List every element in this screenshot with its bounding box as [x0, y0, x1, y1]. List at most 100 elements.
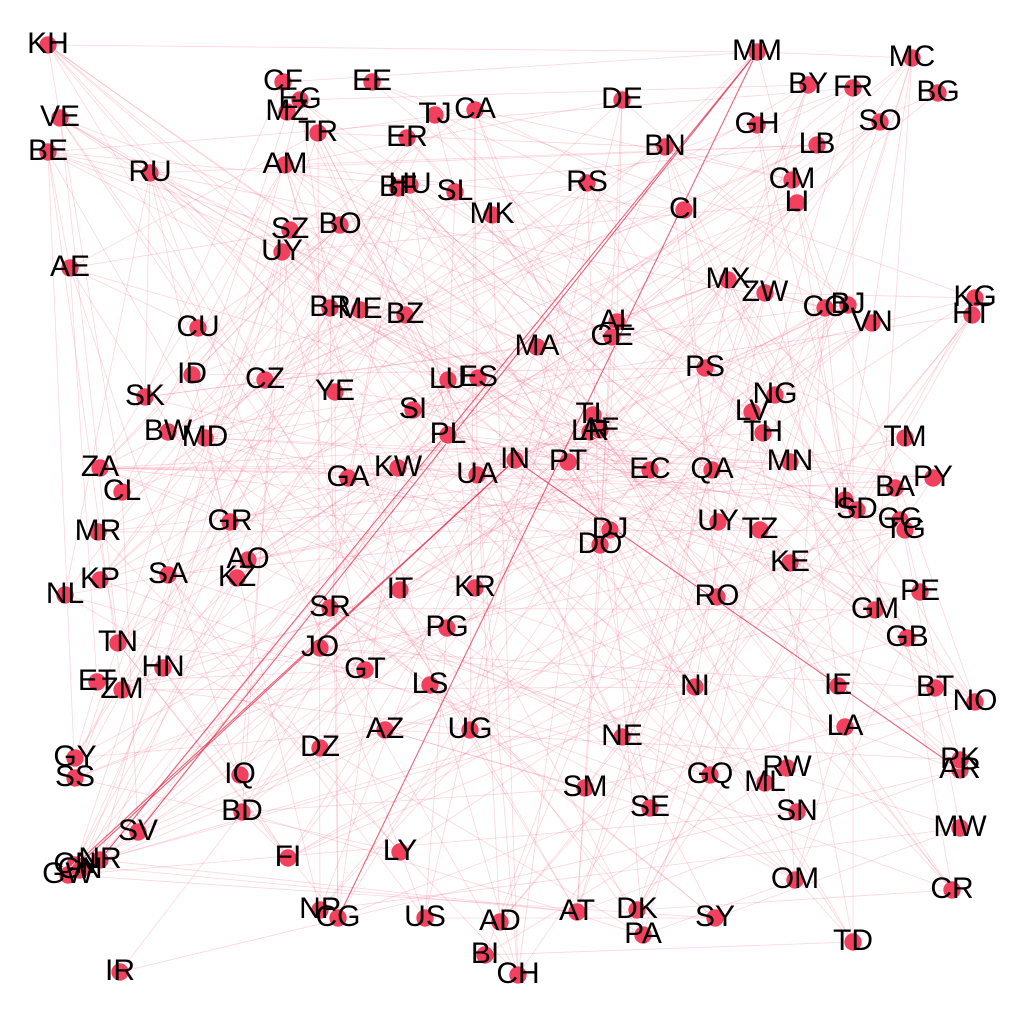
node-label: ES — [458, 360, 498, 393]
graph-node — [785, 870, 805, 890]
graph-edge — [97, 292, 766, 533]
graph-edge — [282, 81, 651, 809]
graph-edge — [99, 114, 436, 581]
graph-edge — [97, 529, 906, 533]
graph-node — [275, 155, 295, 175]
graph-node — [950, 750, 970, 770]
graph-edge — [241, 787, 586, 813]
graph-node — [590, 535, 610, 555]
node-label: LV — [735, 394, 769, 427]
node-label: VN — [851, 305, 893, 338]
graph-edge — [284, 164, 476, 589]
graph-node — [577, 173, 597, 193]
node-label: BG — [916, 75, 959, 108]
graph-node — [182, 365, 202, 385]
graph-edge — [117, 642, 339, 919]
graph-edge — [447, 379, 719, 523]
graph-edge — [329, 607, 876, 611]
graph-node — [230, 765, 250, 785]
node-label: GR — [208, 504, 253, 537]
graph-node — [55, 585, 75, 605]
graph-edge — [586, 182, 601, 546]
graph-edge — [683, 209, 718, 598]
node-label: IQ — [224, 757, 256, 790]
graph-node — [508, 965, 528, 985]
graph-edge — [47, 151, 123, 691]
graph-edge — [69, 267, 241, 776]
graph-edge — [764, 701, 976, 784]
graph-edge — [79, 431, 591, 871]
node-label: EE — [352, 64, 392, 97]
node-label: BF — [379, 170, 417, 203]
graph-edge — [137, 729, 386, 833]
graph-edge — [99, 467, 896, 489]
graph-edge — [319, 827, 961, 911]
node-label: AR — [939, 752, 981, 785]
node-label: BZ — [386, 297, 424, 330]
graph-node — [277, 102, 297, 122]
node-label: IE — [824, 668, 852, 701]
graph-edge — [337, 687, 936, 919]
graph-edge — [329, 307, 479, 379]
node-label: LI — [784, 185, 809, 218]
graph-edge — [239, 84, 809, 776]
graph-edge — [384, 729, 586, 789]
graph-edge — [499, 437, 906, 923]
graph-edge — [264, 146, 666, 381]
graph-edge — [319, 591, 921, 749]
graph-edge — [576, 521, 719, 913]
graph-node — [65, 748, 85, 768]
graph-edge — [447, 191, 456, 381]
graph-edge — [69, 267, 199, 329]
graph-node — [467, 465, 487, 485]
node-label: DO — [578, 527, 623, 560]
graph-node — [255, 370, 275, 390]
graph-edge — [236, 202, 798, 579]
node-label: MM — [732, 34, 782, 67]
graph-node — [87, 672, 107, 692]
graph-edge — [99, 164, 286, 469]
graph-edge — [319, 647, 696, 688]
graph-edge — [299, 99, 713, 471]
graph-node — [685, 677, 705, 697]
graph-edge — [99, 467, 761, 531]
graph-edge — [281, 251, 711, 776]
graph-edge — [649, 87, 854, 809]
node-label: IR — [105, 954, 135, 987]
graph-edge — [476, 474, 501, 923]
graph-edge — [709, 529, 761, 776]
graph-node — [38, 35, 58, 55]
graph-node — [527, 337, 547, 357]
graph-edge — [694, 292, 766, 688]
node-label: AO — [226, 542, 269, 575]
graph-edge — [567, 461, 788, 769]
graph-edge — [517, 314, 973, 976]
graph-edge — [786, 767, 796, 881]
node-label: BO — [318, 207, 361, 240]
graph-edge — [576, 321, 618, 913]
graph-edge — [64, 437, 906, 596]
graph-edge — [337, 279, 729, 919]
graph-edge — [284, 164, 613, 338]
graph-node — [798, 75, 818, 95]
graph-node — [390, 842, 410, 862]
graph-edge — [284, 164, 479, 379]
node-label: PK — [940, 742, 980, 775]
graph-edge — [384, 322, 873, 731]
graph-node — [437, 618, 457, 638]
graph-edge — [727, 279, 791, 463]
node-label: AZ — [366, 712, 404, 745]
graph-edge — [47, 151, 71, 269]
graph-edge — [162, 667, 241, 776]
graph-edge — [229, 414, 594, 523]
graph-edge — [397, 467, 644, 936]
graph-edge — [241, 747, 321, 813]
graph-node — [895, 428, 915, 448]
graph-edge — [149, 172, 798, 813]
graph-edge — [79, 224, 341, 871]
graph-edge — [434, 114, 456, 193]
node-label: GY — [53, 740, 96, 773]
graph-edge — [167, 431, 476, 589]
graph-node — [718, 270, 738, 290]
graph-edge — [229, 477, 934, 523]
